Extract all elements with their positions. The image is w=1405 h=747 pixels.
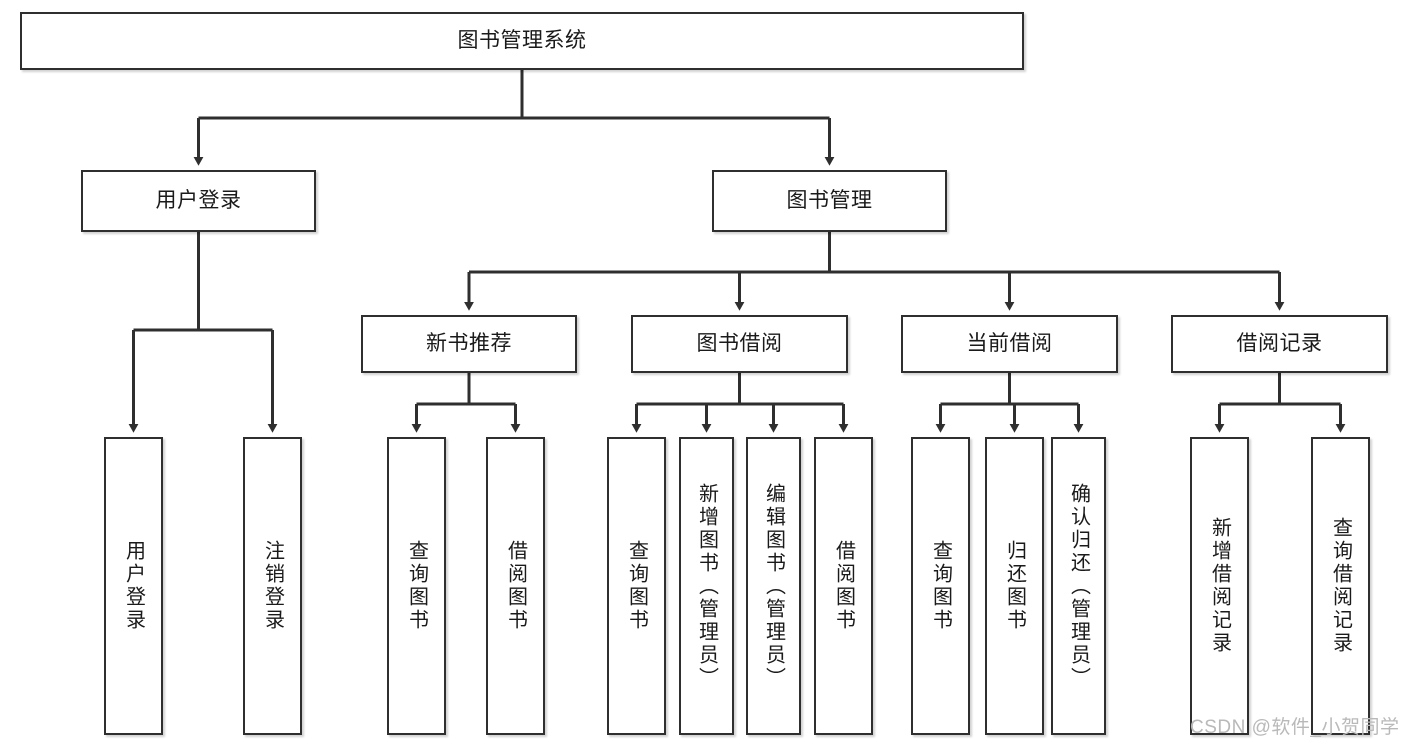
node-root[interactable]: 图书管理系统 [20,12,1024,70]
node-label: 借阅图书 [504,540,527,632]
node-label: 确认归还（管理员） [1067,482,1090,690]
node-label: 用户登录 [122,540,145,632]
node-leaf-bo-edit[interactable]: 编辑图书（管理员） [746,437,801,735]
node-label: 归还图书 [1003,540,1026,632]
node-label: 查询图书 [625,540,648,632]
node-label: 编辑图书（管理员） [762,482,785,690]
node-leaf-re-query[interactable]: 查询借阅记录 [1311,437,1370,735]
node-leaf-bo-borrow[interactable]: 借阅图书 [814,437,873,735]
node-leaf-nb-query[interactable]: 查询图书 [387,437,446,735]
node-label: 注销登录 [261,540,284,632]
node-label: 新增借阅记录 [1208,517,1231,655]
node-leaf-cu-return[interactable]: 归还图书 [985,437,1044,735]
node-label: 借阅记录 [1236,331,1323,355]
node-newbook[interactable]: 新书推荐 [361,315,577,373]
node-label: 查询借阅记录 [1329,517,1352,655]
node-label: 借阅图书 [832,540,855,632]
node-leaf-bo-query[interactable]: 查询图书 [607,437,666,735]
node-label: 查询图书 [405,540,428,632]
node-current[interactable]: 当前借阅 [901,315,1118,373]
node-leaf-bo-add[interactable]: 新增图书（管理员） [679,437,734,735]
node-borrow[interactable]: 图书借阅 [631,315,848,373]
node-leaf-nb-borrow[interactable]: 借阅图书 [486,437,545,735]
node-label: 新增图书（管理员） [695,482,718,690]
node-bookmgmt[interactable]: 图书管理 [712,170,947,232]
node-records[interactable]: 借阅记录 [1171,315,1388,373]
node-label: 新书推荐 [426,331,512,355]
node-leaf-cu-query[interactable]: 查询图书 [911,437,970,735]
node-label: 图书管理系统 [457,28,587,52]
node-label: 图书借阅 [696,331,783,355]
node-leaf-cu-confirm[interactable]: 确认归还（管理员） [1051,437,1106,735]
node-login[interactable]: 用户登录 [81,170,316,232]
node-label: 查询图书 [929,540,952,632]
node-leaf-user-login[interactable]: 用户登录 [104,437,163,735]
node-leaf-re-add[interactable]: 新增借阅记录 [1190,437,1249,735]
node-label: 图书管理 [786,188,873,212]
node-label: 用户登录 [155,188,242,212]
node-label: 当前借阅 [966,331,1053,355]
csdn-watermark: CSDN @软件_小贺同学 [1190,717,1400,738]
node-leaf-user-logout[interactable]: 注销登录 [243,437,302,735]
